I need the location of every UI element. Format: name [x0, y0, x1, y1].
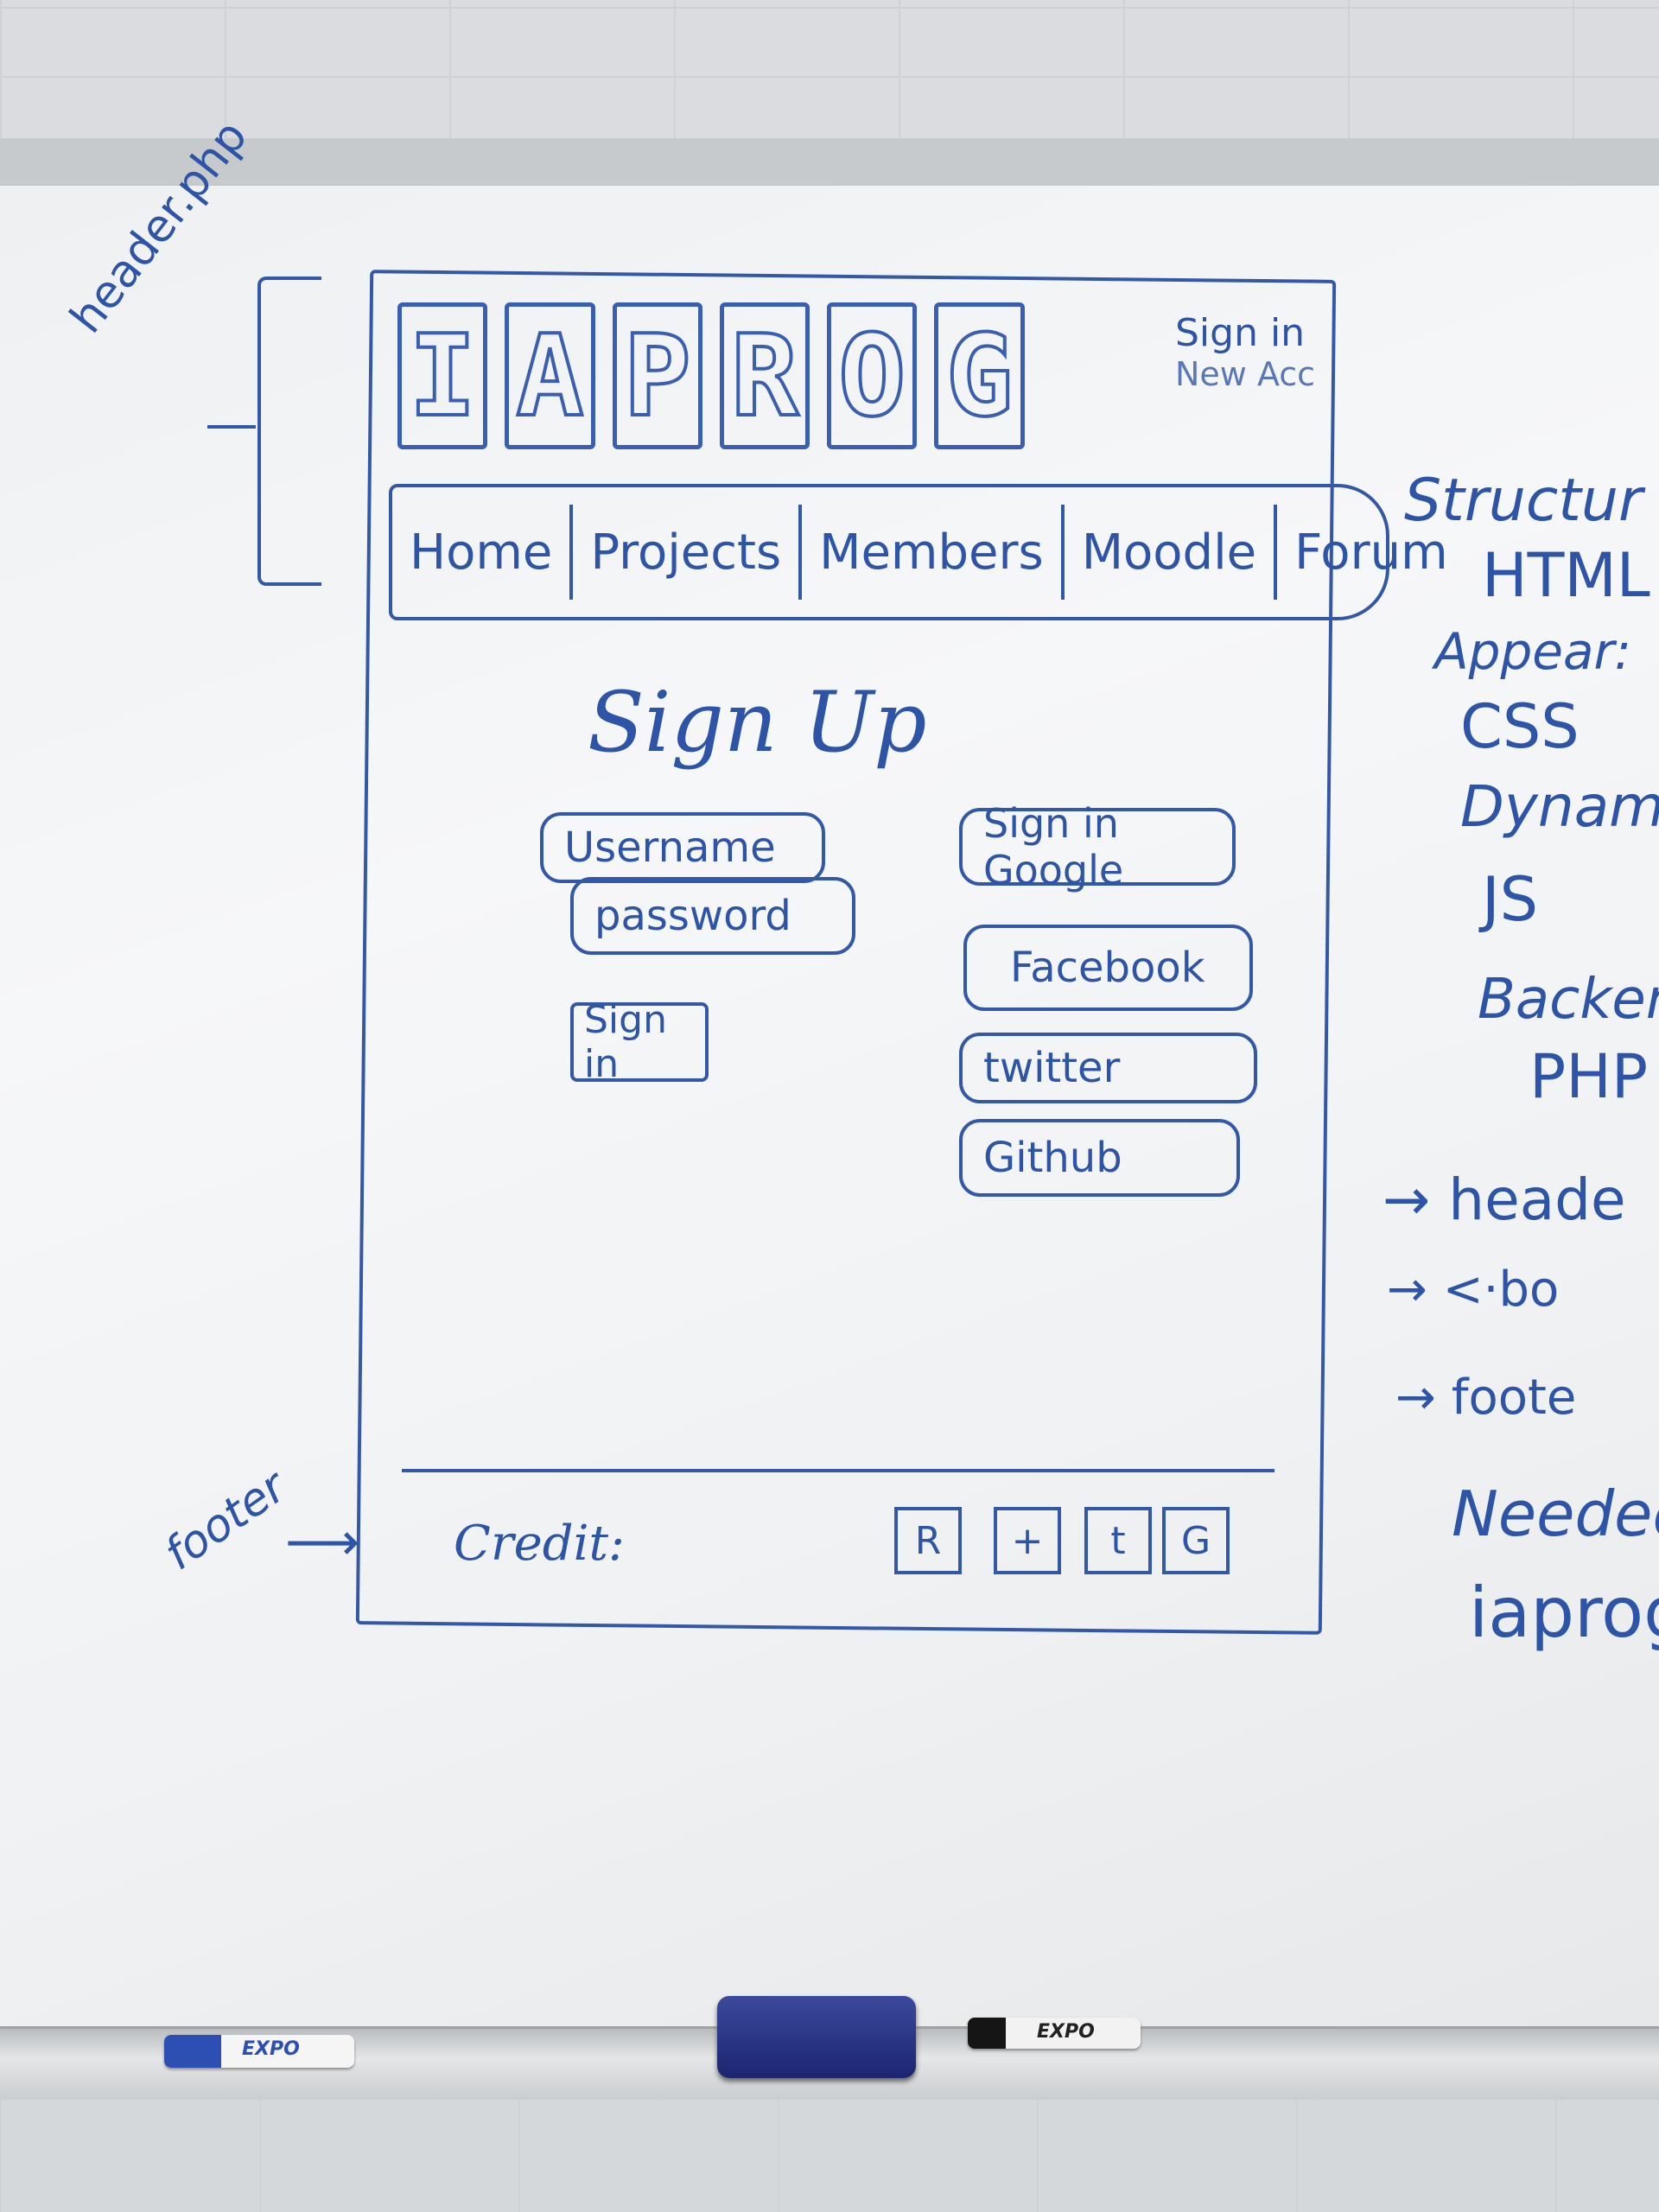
note-css: CSS: [1460, 691, 1580, 762]
logo-letter: I: [397, 302, 488, 449]
nav-item-forum[interactable]: Forum: [1294, 524, 1448, 581]
logo-letter: P: [612, 302, 702, 449]
footer-arrow: ⟶: [285, 1512, 360, 1573]
page-footer: Credit: R + t G: [402, 1469, 1274, 1585]
note-appear: Appear:: [1434, 622, 1631, 681]
note-header: → heade: [1382, 1166, 1626, 1233]
twitter-button[interactable]: twitter: [959, 1033, 1257, 1103]
header-bracket: [257, 276, 321, 586]
header-bracket-tick: [207, 425, 256, 429]
logo-letter: G: [934, 302, 1025, 449]
note-footer: → foote: [1395, 1370, 1577, 1426]
wall-background: [0, 0, 1659, 147]
note-html: HTML: [1482, 540, 1650, 611]
google-sign-in-button[interactable]: Sign in Google: [959, 800, 1236, 893]
note-structure: Structur: [1404, 467, 1643, 535]
github-button[interactable]: Github: [959, 1119, 1240, 1197]
facebook-button[interactable]: Facebook: [963, 925, 1253, 1011]
note-needed: Needed:: [1452, 1478, 1659, 1550]
note-body: → <·bo: [1387, 1262, 1560, 1318]
footer-google-icon[interactable]: G: [1162, 1507, 1230, 1574]
note-js: JS: [1482, 864, 1539, 935]
password-field[interactable]: password: [570, 877, 855, 955]
logo-letter: R: [719, 302, 810, 449]
nav-item-home[interactable]: Home: [392, 505, 574, 600]
sign-in-button[interactable]: Sign in: [570, 998, 709, 1086]
whiteboard: [0, 186, 1659, 2026]
new-account-link[interactable]: New Acc: [1175, 355, 1316, 393]
footer-tumblr-icon[interactable]: t: [1084, 1507, 1152, 1574]
logo-letter: O: [827, 302, 918, 449]
nav-item-members[interactable]: Members: [802, 505, 1065, 600]
wall-bottom: [0, 2100, 1659, 2212]
signup-title: Sign Up: [588, 674, 927, 771]
note-iaprog: iaprog: [1469, 1573, 1659, 1653]
note-backend: Backen: [1478, 968, 1659, 1032]
marker-brand-label: EXPO: [1037, 2021, 1095, 2043]
footer-plus-icon[interactable]: +: [994, 1507, 1061, 1574]
sign-in-link[interactable]: Sign in: [1175, 311, 1306, 355]
footer-social-icon[interactable]: R: [894, 1507, 962, 1574]
note-dynamic: Dynami: [1460, 773, 1659, 840]
note-php: PHP: [1529, 1041, 1649, 1112]
nav-item-moodle[interactable]: Moodle: [1065, 505, 1278, 600]
username-field[interactable]: Username: [540, 812, 825, 883]
eraser[interactable]: [717, 1996, 916, 2078]
main-nav: Home Projects Members Moodle Forum: [389, 484, 1448, 620]
black-marker[interactable]: EXPO: [968, 2018, 1141, 2049]
footer-credit: Credit:: [454, 1516, 625, 1572]
marker-brand-label: EXPO: [242, 2038, 300, 2060]
logo-letter: A: [505, 302, 595, 449]
nav-item-projects[interactable]: Projects: [573, 505, 803, 600]
site-logo[interactable]: I A P R O G: [397, 302, 1025, 449]
blue-marker[interactable]: EXPO: [164, 2035, 354, 2068]
account-links: Sign in New Acc: [1175, 311, 1315, 393]
